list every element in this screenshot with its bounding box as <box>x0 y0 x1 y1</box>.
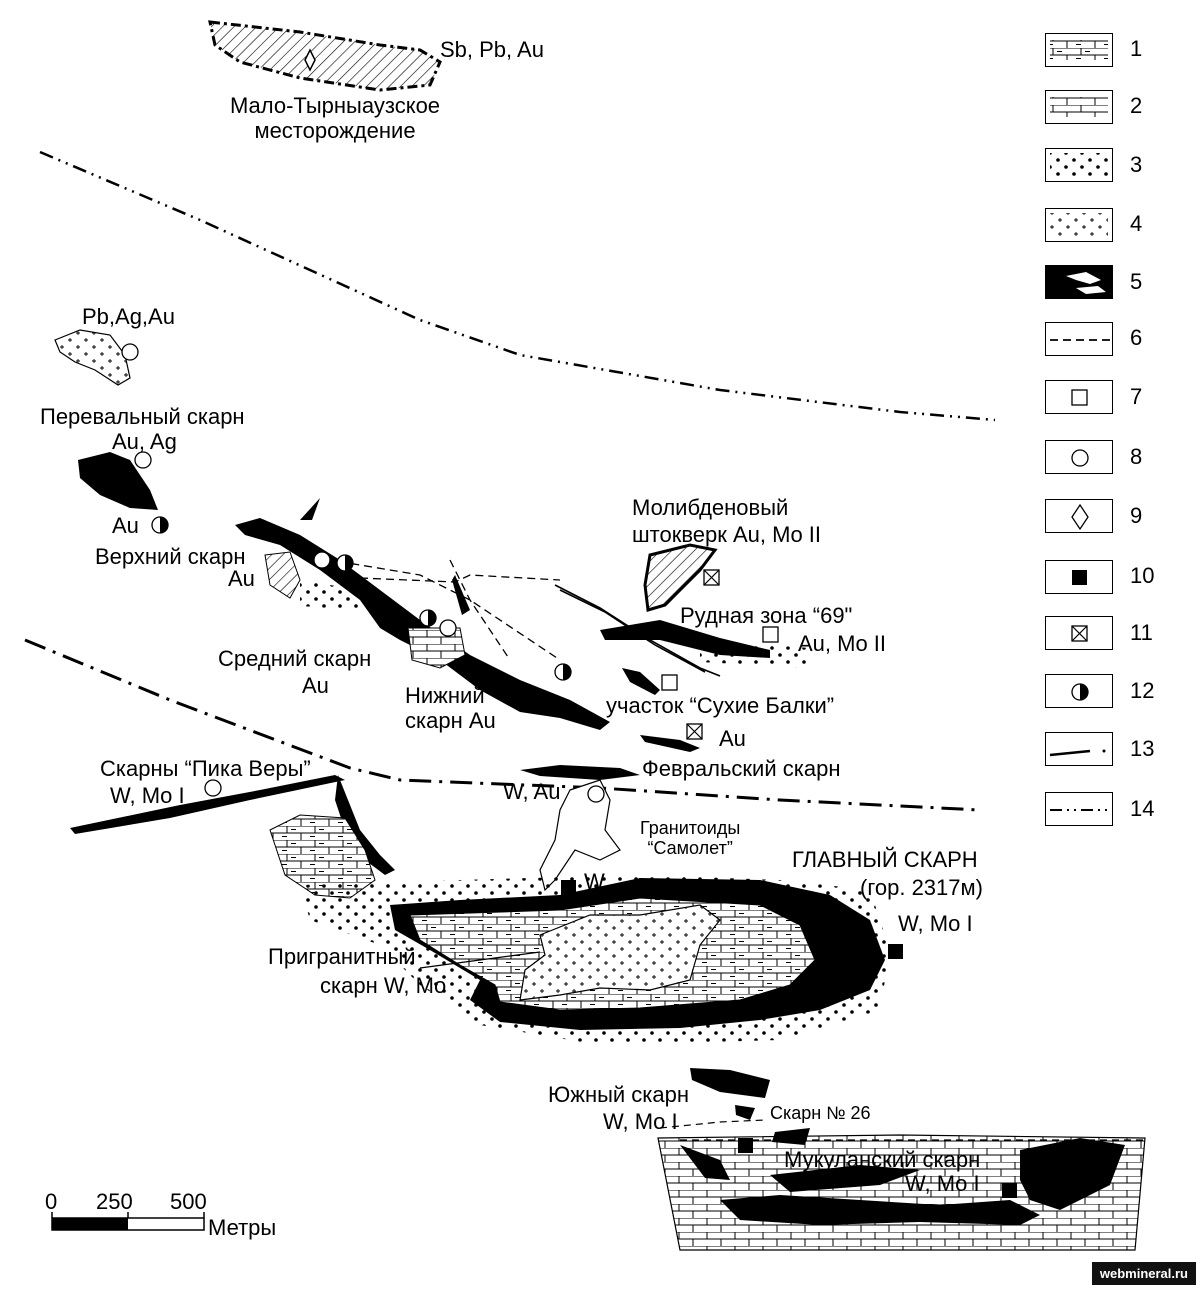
legend-swatch-6 <box>1045 322 1113 356</box>
yuzhny-name-label: Южный скарн <box>548 1082 690 1107</box>
legend-num-3: 3 <box>1130 152 1143 177</box>
prigranit-label-2: скарн W, Mo <box>320 973 447 998</box>
sredny-elem-label: Au <box>302 673 329 698</box>
legend-swatch-1 <box>1045 33 1113 67</box>
legend-num-13: 13 <box>1130 736 1155 761</box>
legend-num-12: 12 <box>1130 678 1155 703</box>
molib-label-2: штокверк Au, Mo II <box>632 522 822 547</box>
fault-line-south <box>24 638 981 812</box>
scale-tick-500: 500 <box>170 1189 207 1214</box>
rudnaya-elem-label: Au, Mo II <box>798 631 887 656</box>
legend-swatch-9 <box>1045 499 1113 533</box>
legend-swatch-5 <box>1045 265 1113 299</box>
verkhny-name-label: Верхний скарн <box>95 544 246 569</box>
scale-tick-250: 250 <box>96 1189 133 1214</box>
malo-deposit-label: Мало-Тырныаузское месторождение <box>229 93 441 143</box>
pika-limestone <box>269 814 376 899</box>
legend-num-5: 5 <box>1130 269 1143 294</box>
fevralsky-skarn <box>520 765 640 780</box>
w-au-label: W, Au <box>503 779 561 804</box>
legend-num-1: 1 <box>1130 36 1143 61</box>
pereval-elements-label: Au, Ag <box>112 429 177 454</box>
sukhie-label: участок “Сухие Балки” <box>606 693 835 718</box>
legend-swatch-3 <box>1045 148 1113 182</box>
yuzhny-elem-label: W, Mo I <box>603 1109 678 1134</box>
sredny-name-label: Средний скарн <box>218 646 372 671</box>
glavny-granite <box>519 904 721 1001</box>
legend-swatch-7 <box>1045 380 1113 414</box>
glavny-level-label: (гор. 2317м) <box>860 875 983 900</box>
samolet-label: Гранитоиды “Самолет” <box>640 818 741 859</box>
legend-num-8: 8 <box>1130 444 1143 469</box>
skarn26-label: Скарн № 26 <box>770 1103 871 1123</box>
pereval-name-label: Перевальный скарн <box>40 404 245 429</box>
legend-swatch-10 <box>1045 560 1113 594</box>
au-point-label: Au <box>112 513 139 538</box>
dots-rudnaya <box>700 640 810 668</box>
nizhny-label: Нижний скарн Au <box>405 683 496 733</box>
pika-skarn <box>70 775 345 834</box>
verkhny-elem-label: Au <box>228 566 255 591</box>
prigranit-label-1: Пригранитный <box>268 944 416 969</box>
legend-num-14: 14 <box>1130 796 1155 821</box>
legend-swatch-8 <box>1045 440 1113 474</box>
legend-swatch-14 <box>1045 792 1113 826</box>
fevralsky-label: Февральский скарн <box>642 756 841 781</box>
yuzhny-skarn <box>690 1068 770 1098</box>
pbagau-label: Pb,Ag,Au <box>82 304 175 329</box>
legend-num-11: 11 <box>1130 620 1153 645</box>
legend-num-2: 2 <box>1130 93 1143 118</box>
mukulan-elem-label: W, Mo I <box>905 1171 980 1196</box>
molib-stockwork <box>643 543 718 612</box>
pika-elem-label: W, Mo I <box>110 783 185 808</box>
legend-num-6: 6 <box>1130 325 1143 350</box>
legend-swatch-11 <box>1045 616 1113 650</box>
fault-line-north <box>39 150 996 422</box>
legend-num-9: 9 <box>1130 503 1143 528</box>
malo-elements-label: Sb, Pb, Au <box>440 37 544 62</box>
pika-name-label: Скарны “Пика Веры” <box>100 756 311 781</box>
legend-num-10: 10 <box>1130 563 1155 588</box>
samolet-granitoid <box>539 779 621 892</box>
legend-num-4: 4 <box>1130 211 1143 236</box>
scale-bar <box>51 1212 205 1231</box>
verkhny-hatch <box>264 551 301 599</box>
rudnaya-name-label: Рудная зона “69" <box>680 603 853 628</box>
glavny-elem-label: W, Mo I <box>898 911 973 936</box>
legend-num-7: 7 <box>1130 384 1143 409</box>
legend-swatch-4 <box>1045 208 1113 242</box>
mukulan-name-label: Мукуланский скарн <box>784 1147 981 1172</box>
au-feb-label: Au <box>719 726 746 751</box>
legend-swatch-13 <box>1045 732 1113 766</box>
malo-deposit-body <box>208 20 442 92</box>
w-main-label: W <box>584 869 605 894</box>
molib-label-1: Молибденовый <box>632 495 789 520</box>
scale-tick-0: 0 <box>45 1189 58 1214</box>
glavny-name-label: ГЛАВНЫЙ СКАРН <box>792 847 978 872</box>
pbagau-body <box>54 329 131 386</box>
pereval-skarn <box>78 452 158 510</box>
legend-swatch-12 <box>1045 674 1113 708</box>
scale-unit-label: Метры <box>208 1215 277 1240</box>
dots-upper <box>300 580 360 610</box>
legend-swatch-2 <box>1045 90 1113 124</box>
mukulan-skarn-main <box>720 1195 1040 1225</box>
watermark: webmineral.ru <box>1091 1262 1196 1285</box>
